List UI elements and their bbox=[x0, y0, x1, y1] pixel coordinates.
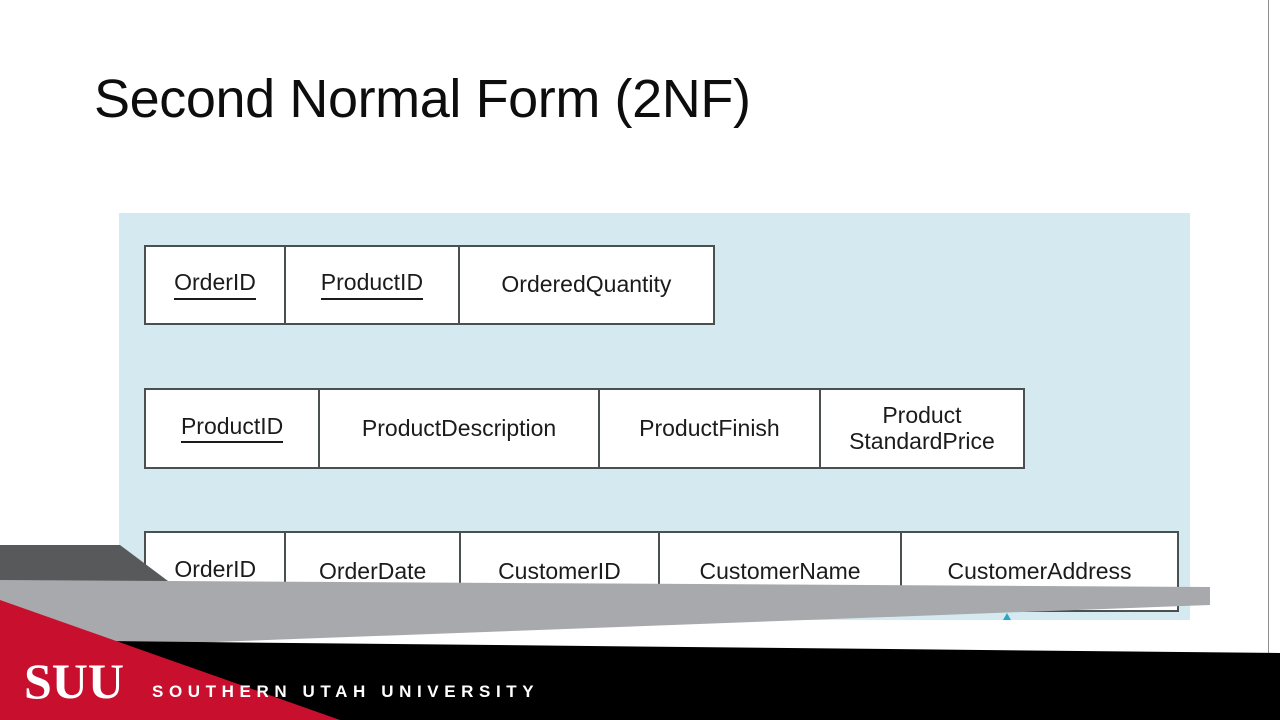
attribute-cell: CustomerID bbox=[461, 533, 661, 610]
attribute-cell: ProductID bbox=[146, 390, 321, 467]
attribute-cell: ProductDescription bbox=[320, 390, 600, 467]
page-title: Second Normal Form (2NF) bbox=[94, 69, 751, 129]
attribute-cell: OrderID bbox=[146, 247, 287, 323]
black-shape bbox=[0, 640, 1280, 720]
attribute-label: CustomerID bbox=[498, 557, 621, 584]
footer-diagonal-graphic bbox=[0, 545, 1280, 720]
attribute-label: CustomerAddress bbox=[947, 557, 1132, 584]
suu-tagline: SOUTHERN UTAH UNIVERSITY bbox=[152, 682, 540, 701]
attribute-label: ProductID bbox=[180, 413, 284, 444]
attribute-cell: OrderedQuantity bbox=[460, 247, 713, 323]
slide-right-rule bbox=[1268, 0, 1269, 720]
mid-gray-shape bbox=[0, 580, 1210, 650]
attribute-label: ProductDescription bbox=[361, 414, 557, 441]
attribute-label: ProductID bbox=[320, 269, 424, 300]
attribute-cell: OrderID bbox=[146, 533, 287, 610]
attribute-label: OrderID bbox=[174, 269, 256, 300]
attribute-label: OrderedQuantity bbox=[501, 271, 672, 298]
attribute-cell: ProductFinish bbox=[600, 390, 821, 467]
attribute-cell: CustomerAddress bbox=[902, 533, 1177, 610]
attribute-cell: CustomerName bbox=[660, 533, 903, 610]
attribute-label: CustomerName bbox=[699, 557, 861, 584]
dependency-arrow-icon bbox=[1003, 613, 1011, 620]
attribute-cell: ProductID bbox=[286, 247, 460, 323]
attribute-label: OrderDate bbox=[318, 557, 427, 584]
relation-product: ProductID ProductDescription ProductFini… bbox=[144, 388, 1025, 469]
suu-logo: SUU bbox=[24, 653, 125, 709]
relation-order-line: OrderID ProductID OrderedQuantity bbox=[144, 245, 715, 325]
diagram-panel: OrderID ProductID OrderedQuantity Produc… bbox=[119, 213, 1190, 620]
attribute-label: ProductFinish bbox=[639, 414, 780, 441]
attribute-cell: OrderDate bbox=[286, 533, 461, 610]
crimson-shape bbox=[0, 600, 340, 720]
footer-branding: SUU SOUTHERN UTAH UNIVERSITY bbox=[0, 545, 1280, 720]
